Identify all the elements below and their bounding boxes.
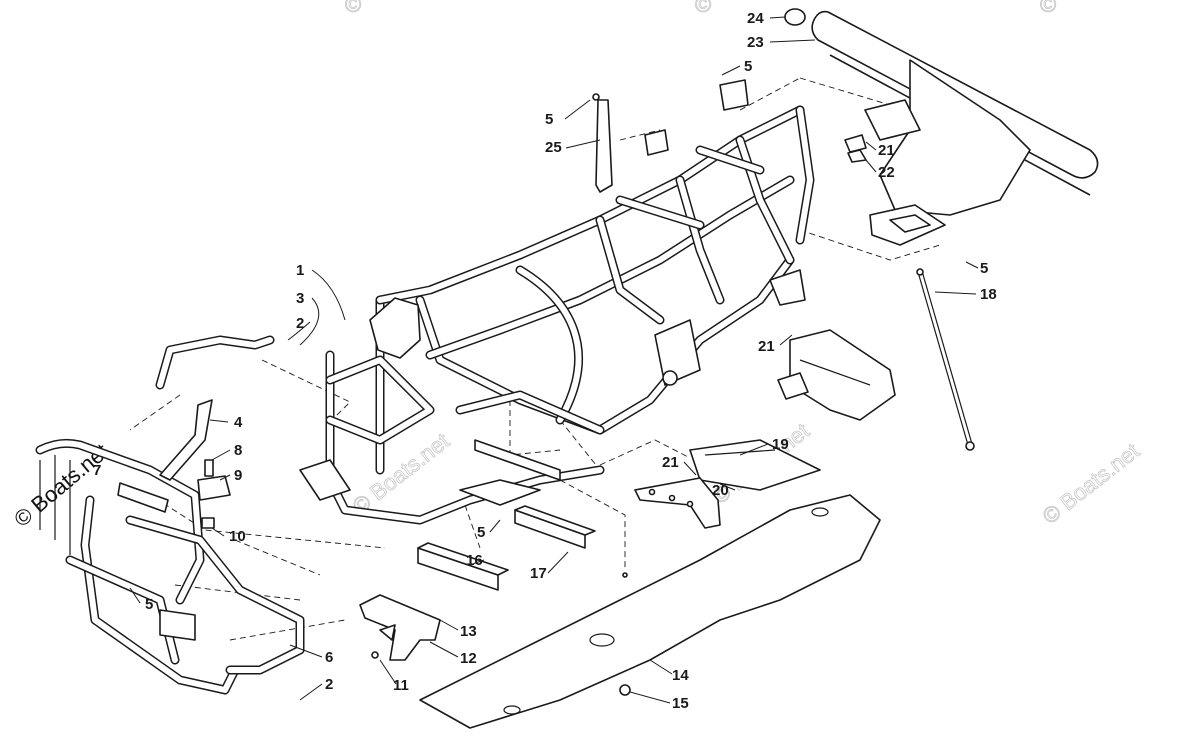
skid-plate xyxy=(419,494,881,729)
right-footrest xyxy=(689,329,896,491)
callout-5-center: 5 xyxy=(477,524,485,541)
callout-9: 9 xyxy=(234,467,242,484)
callout-24: 24 xyxy=(747,10,764,27)
callout-11: 11 xyxy=(393,677,409,694)
callout-7: 7 xyxy=(93,462,101,479)
callout-8: 8 xyxy=(234,442,242,459)
front-bumper xyxy=(35,438,305,695)
callout-17: 17 xyxy=(530,565,547,582)
callout-16: 16 xyxy=(466,552,483,569)
callout-4: 4 xyxy=(234,414,243,431)
leader-lines xyxy=(129,16,979,704)
watermark-top-2: © xyxy=(695,0,711,17)
rod-18 xyxy=(916,268,975,451)
callout-6: 6 xyxy=(325,649,333,666)
callout-labels: 1 3 2 4 8 9 10 7 5 6 2 13 12 11 5 16 17 … xyxy=(93,10,997,712)
bracket-12 xyxy=(359,594,441,661)
callout-5-rear: 5 xyxy=(980,260,988,277)
callout-18: 18 xyxy=(980,286,997,303)
callout-20: 20 xyxy=(712,482,729,499)
callout-22: 22 xyxy=(878,164,895,181)
callout-5-top: 5 xyxy=(744,58,752,75)
rear-rack xyxy=(784,8,1099,246)
callout-21-upper: 21 xyxy=(878,142,895,159)
front-brackets xyxy=(155,335,275,529)
callout-19: 19 xyxy=(772,436,789,453)
blocks xyxy=(417,439,596,591)
bracket-20 xyxy=(634,477,721,529)
callout-3: 3 xyxy=(296,290,304,307)
watermark-top-1: © xyxy=(345,0,361,17)
callout-25: 25 xyxy=(545,139,562,156)
callout-15: 15 xyxy=(672,695,689,712)
watermark-top-3: © xyxy=(1040,0,1056,17)
callout-12: 12 xyxy=(460,650,477,667)
callout-10: 10 xyxy=(229,528,246,545)
chassis-frame xyxy=(299,105,815,525)
callout-21-middle: 21 xyxy=(758,338,775,355)
callout-5-strap: 5 xyxy=(545,111,553,128)
callout-1: 1 xyxy=(296,262,304,279)
callout-2-upper: 2 xyxy=(296,315,304,332)
callout-23: 23 xyxy=(747,34,764,51)
callout-2-lower: 2 xyxy=(325,676,333,693)
strap-25 xyxy=(592,79,749,193)
callout-14: 14 xyxy=(672,667,689,684)
watermark-left: © Boats.net xyxy=(348,428,454,519)
callout-21-lower: 21 xyxy=(662,454,679,471)
callout-5-bumper: 5 xyxy=(145,596,153,613)
watermark-corner: © Boats.net xyxy=(1038,438,1144,529)
callout-13: 13 xyxy=(460,623,477,640)
